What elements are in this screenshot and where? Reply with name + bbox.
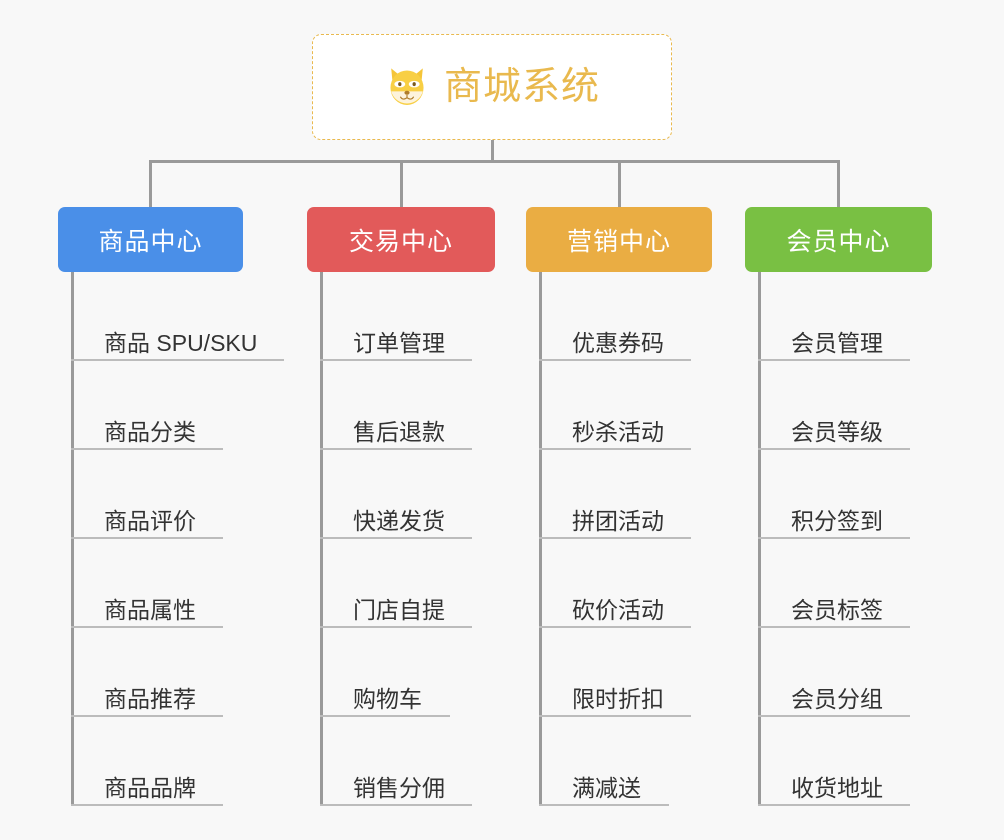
branch-header-trade[interactable]: 交易中心	[307, 207, 495, 272]
leaf-label: 商品属性	[104, 597, 196, 623]
leaf-item[interactable]: 快递发货	[307, 450, 495, 539]
leaf-underline	[758, 804, 910, 806]
leaf-label: 积分签到	[791, 508, 883, 534]
leaf-underline	[320, 804, 472, 806]
leaf-item[interactable]: 会员分组	[745, 628, 932, 717]
leaf-item[interactable]: 优惠券码	[526, 272, 712, 361]
leaf-item[interactable]: 限时折扣	[526, 628, 712, 717]
leaf-underline	[71, 359, 284, 361]
leaf-item[interactable]: 满减送	[526, 717, 712, 806]
leaf-label: 商品评价	[104, 508, 196, 534]
branch-spine-marketing	[539, 272, 542, 806]
connector-drop-3	[618, 160, 621, 208]
connector-horizontal-bus	[149, 160, 840, 163]
leaf-label: 收货地址	[791, 775, 883, 801]
shiba-dog-face-icon	[390, 68, 424, 105]
leaf-label: 商品分类	[104, 419, 196, 445]
leaf-label: 满减送	[572, 775, 641, 801]
leaf-label: 商品推荐	[104, 686, 196, 712]
leaf-label: 拼团活动	[572, 508, 664, 534]
branch-column-trade: 交易中心 订单管理 售后退款 快递发货 门店自提 购物车	[307, 207, 495, 806]
leaf-list-product: 商品 SPU/SKU 商品分类 商品评价 商品属性 商品推荐 商品品牌	[58, 272, 284, 806]
leaf-underline	[539, 359, 691, 361]
leaf-item[interactable]: 会员等级	[745, 361, 932, 450]
leaf-item[interactable]: 商品属性	[58, 539, 243, 628]
branch-column-product: 商品中心 商品 SPU/SKU 商品分类 商品评价 商品属性 商品推荐	[58, 207, 284, 806]
leaf-label: 会员分组	[791, 686, 883, 712]
leaf-underline	[539, 448, 691, 450]
leaf-item[interactable]: 收货地址	[745, 717, 932, 806]
leaf-label: 会员标签	[791, 597, 883, 623]
branch-header-product[interactable]: 商品中心	[58, 207, 243, 272]
leaf-underline	[71, 626, 223, 628]
leaf-item[interactable]: 积分签到	[745, 450, 932, 539]
branch-header-member[interactable]: 会员中心	[745, 207, 932, 272]
leaf-item[interactable]: 秒杀活动	[526, 361, 712, 450]
leaf-item[interactable]: 商品 SPU/SKU	[58, 272, 284, 361]
connector-trunk-vertical	[491, 140, 494, 162]
leaf-underline	[539, 804, 669, 806]
leaf-underline	[758, 715, 910, 717]
leaf-underline	[539, 537, 691, 539]
leaf-underline	[71, 537, 223, 539]
leaf-list-trade: 订单管理 售后退款 快递发货 门店自提 购物车 销售分佣	[307, 272, 495, 806]
leaf-underline	[320, 715, 450, 717]
leaf-item[interactable]: 售后退款	[307, 361, 495, 450]
root-node[interactable]: 商城系统	[312, 34, 672, 140]
leaf-underline	[758, 626, 910, 628]
leaf-underline	[320, 448, 472, 450]
leaf-item[interactable]: 砍价活动	[526, 539, 712, 628]
connector-drop-4	[837, 160, 840, 208]
leaf-underline	[71, 804, 223, 806]
leaf-item[interactable]: 购物车	[307, 628, 495, 717]
leaf-underline	[758, 448, 910, 450]
leaf-label: 订单管理	[353, 330, 445, 356]
leaf-underline	[71, 715, 223, 717]
leaf-item[interactable]: 门店自提	[307, 539, 495, 628]
branch-spine-member	[758, 272, 761, 806]
branch-column-marketing: 营销中心 优惠券码 秒杀活动 拼团活动 砍价活动 限时折扣	[526, 207, 712, 806]
leaf-label: 秒杀活动	[572, 419, 664, 445]
leaf-item[interactable]: 商品分类	[58, 361, 243, 450]
branch-column-member: 会员中心 会员管理 会员等级 积分签到 会员标签 会员分组	[745, 207, 932, 806]
connector-drop-1	[149, 160, 152, 208]
leaf-label: 售后退款	[353, 419, 445, 445]
leaf-label: 商品 SPU/SKU	[104, 330, 258, 356]
leaf-label: 门店自提	[353, 597, 445, 623]
leaf-label: 会员管理	[791, 330, 883, 356]
leaf-item[interactable]: 拼团活动	[526, 450, 712, 539]
leaf-underline	[758, 359, 910, 361]
leaf-underline	[539, 626, 691, 628]
leaf-label: 商品品牌	[104, 775, 196, 801]
leaf-underline	[320, 537, 472, 539]
leaf-label: 购物车	[353, 686, 422, 712]
leaf-item[interactable]: 商品评价	[58, 450, 243, 539]
leaf-underline	[320, 626, 472, 628]
leaf-item[interactable]: 商品品牌	[58, 717, 243, 806]
root-node-content: 商城系统	[384, 64, 600, 110]
leaf-item[interactable]: 会员标签	[745, 539, 932, 628]
leaf-label: 优惠券码	[572, 330, 664, 356]
root-title: 商城系统	[443, 66, 600, 108]
leaf-label: 砍价活动	[572, 597, 664, 623]
branch-header-marketing[interactable]: 营销中心	[526, 207, 712, 272]
leaf-item[interactable]: 订单管理	[307, 272, 495, 361]
leaf-underline	[320, 359, 472, 361]
connector-drop-2	[400, 160, 403, 208]
leaf-underline	[758, 537, 910, 539]
leaf-label: 会员等级	[791, 419, 883, 445]
leaf-underline	[539, 715, 691, 717]
leaf-label: 限时折扣	[572, 686, 664, 712]
leaf-item[interactable]: 商品推荐	[58, 628, 243, 717]
leaf-item[interactable]: 销售分佣	[307, 717, 495, 806]
leaf-list-marketing: 优惠券码 秒杀活动 拼团活动 砍价活动 限时折扣 满减送	[526, 272, 712, 806]
branch-spine-trade	[320, 272, 323, 806]
leaf-list-member: 会员管理 会员等级 积分签到 会员标签 会员分组 收货地址	[745, 272, 932, 806]
leaf-item[interactable]: 会员管理	[745, 272, 932, 361]
leaf-label: 销售分佣	[353, 775, 445, 801]
leaf-underline	[71, 448, 223, 450]
leaf-label: 快递发货	[353, 508, 445, 534]
branch-spine-product	[71, 272, 74, 806]
